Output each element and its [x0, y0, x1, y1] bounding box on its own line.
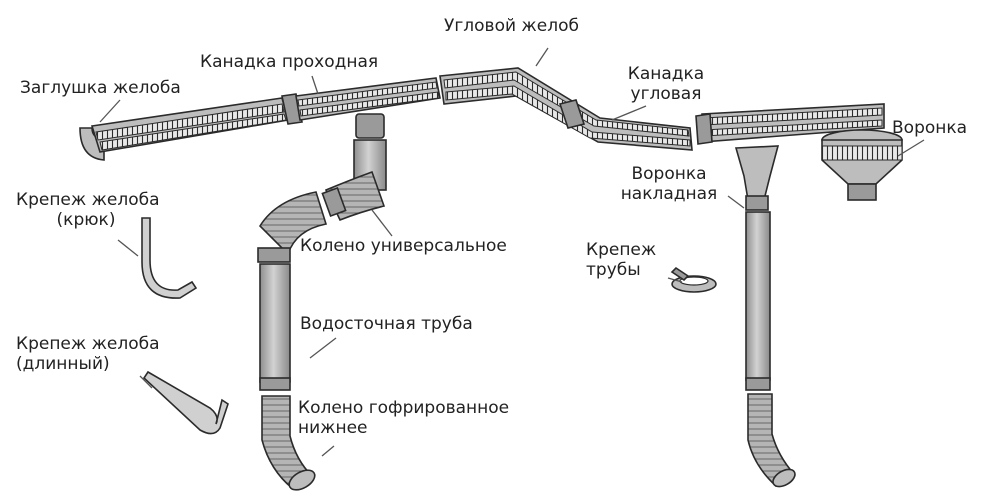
label-universal-elbow: Колено универсальное: [300, 236, 507, 256]
label-pipe-bracket-line1: Крепеж: [586, 240, 657, 260]
label-hook-bracket-line1: Крепеж желоба: [16, 190, 160, 210]
label-long-bracket-line2: (длинный): [16, 354, 110, 374]
label-corner-gutter: Угловой желоб: [444, 16, 579, 36]
label-downpipe: Водосточная труба: [300, 314, 473, 334]
label-lower-elbow: Колено гофрированное нижнее: [298, 398, 509, 438]
funnel: [821, 129, 903, 201]
label-funnel: Воронка: [892, 118, 968, 138]
pipe-bracket: [670, 266, 717, 293]
gutter-right: [695, 103, 885, 145]
label-hook-bracket: Крепеж желоба (крюк): [16, 190, 160, 230]
hook-bracket: [141, 217, 198, 299]
label-corner-connector-line1: Канадка: [627, 64, 705, 84]
label-lower-elbow-line2: нижнее: [298, 418, 368, 438]
label-pass-connector: Канадка проходная: [200, 52, 379, 72]
downpipe-right: [745, 211, 796, 488]
leader-lines: [99, 47, 925, 457]
label-long-bracket-line1: Крепеж желоба: [16, 334, 160, 354]
gutter-left: [90, 97, 290, 153]
label-long-bracket: Крепеж желоба (длинный): [16, 334, 160, 374]
downpipe-left: [257, 139, 387, 491]
label-corner-connector: Канадка угловая: [618, 64, 714, 104]
gutter-middle: [295, 77, 441, 121]
label-lower-elbow-line1: Колено гофрированное: [298, 398, 510, 418]
label-corner-connector-line2: угловая: [630, 84, 702, 104]
label-pipe-bracket-line2: трубы: [586, 260, 641, 280]
label-overlay-funnel-line2: накладная: [620, 184, 718, 204]
corner-connector: [558, 99, 586, 129]
label-end-cap: Заглушка желоба: [20, 78, 181, 98]
overlay-funnel: [734, 145, 780, 211]
label-overlay-funnel-line1: Воронка: [631, 164, 707, 184]
label-overlay-funnel: Воронка накладная: [610, 164, 728, 204]
long-bracket: [142, 370, 229, 435]
gutter-outlet: [355, 113, 385, 139]
label-pipe-bracket: Крепеж трубы: [586, 240, 656, 280]
label-hook-bracket-line2: (крюк): [56, 210, 116, 230]
